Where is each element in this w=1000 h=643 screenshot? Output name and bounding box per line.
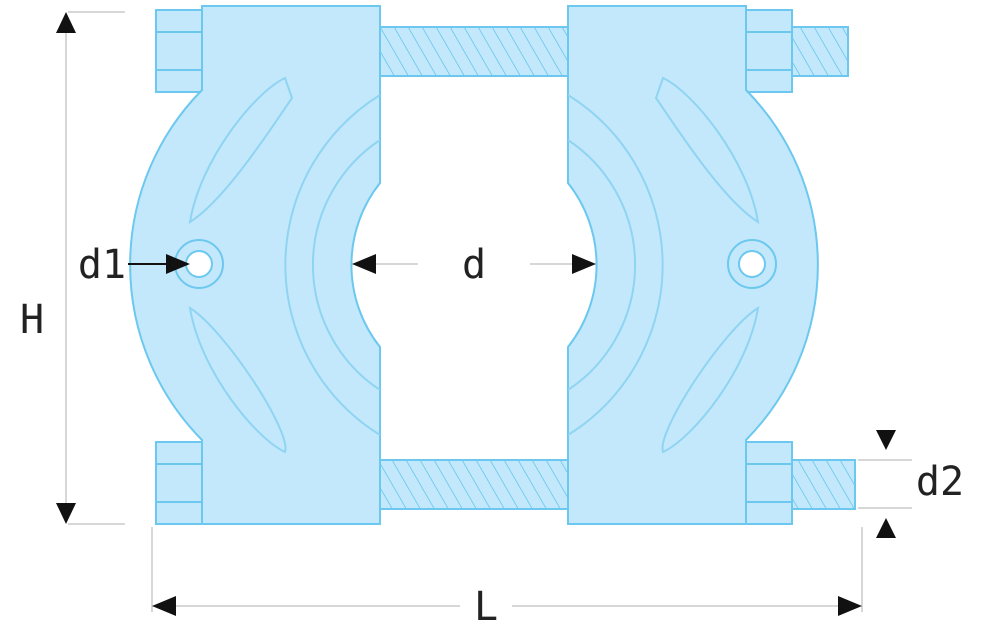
arrow-up-icon bbox=[876, 518, 896, 538]
label-h: H bbox=[20, 297, 44, 343]
hex-nut-bottom-left bbox=[155, 441, 203, 525]
arrow-right-icon bbox=[838, 596, 862, 616]
arrow-down-icon bbox=[876, 430, 896, 450]
left-jaw bbox=[129, 5, 381, 525]
arrow-left-icon bbox=[152, 596, 176, 616]
label-l: L bbox=[474, 584, 498, 630]
arrow-up-icon bbox=[56, 12, 76, 33]
arrow-right-icon bbox=[166, 254, 190, 274]
right-jaw bbox=[567, 5, 819, 525]
hex-nut-top-right bbox=[745, 9, 793, 93]
dimension-d2: d2 bbox=[858, 430, 964, 538]
label-d2: d2 bbox=[916, 459, 964, 505]
arrow-right-icon bbox=[572, 254, 596, 274]
dimension-l: L bbox=[151, 527, 863, 630]
label-d1: d1 bbox=[78, 242, 126, 288]
bottom-threaded-rod bbox=[379, 459, 856, 510]
arrow-left-icon bbox=[352, 254, 376, 274]
label-d: d bbox=[462, 242, 486, 288]
dimension-d: d bbox=[352, 242, 596, 288]
dimension-h: H bbox=[20, 11, 125, 525]
top-threaded-rod bbox=[379, 26, 849, 77]
dimension-d1: d1 bbox=[78, 242, 190, 288]
arrow-down-icon bbox=[56, 503, 76, 524]
hex-nut-bottom-right bbox=[745, 441, 793, 525]
hex-nut-top-left bbox=[155, 9, 203, 93]
